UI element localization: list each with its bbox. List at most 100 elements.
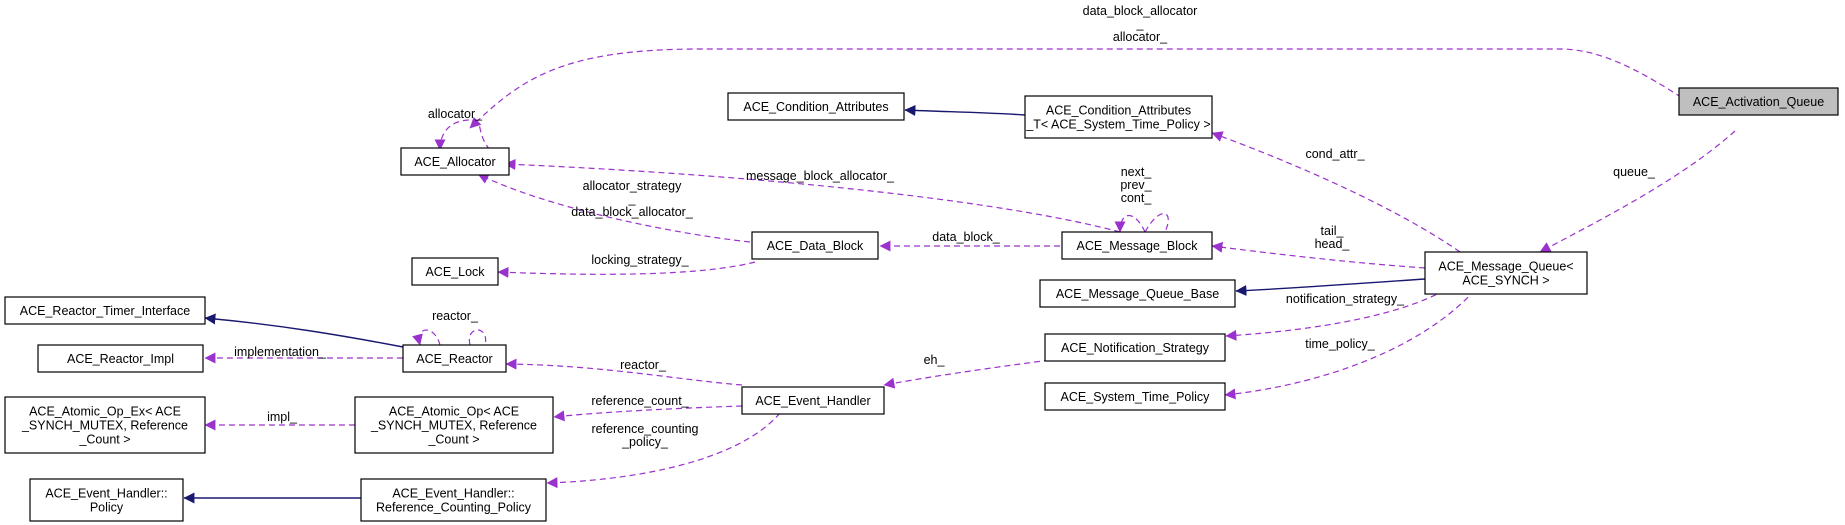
edge-allocator-self	[434, 119, 491, 151]
class-node-data-block[interactable]: ACE_Data_Block	[751, 231, 879, 260]
node-label: ACE_Atomic_Op_Ex< ACE	[29, 405, 181, 419]
edge-label-text: locking_strategy_	[591, 253, 689, 267]
class-node-atomic-op[interactable]: ACE_Atomic_Op< ACE_SYNCH_MUTEX, Referenc…	[354, 396, 554, 454]
node-box	[400, 147, 510, 176]
edge-event-handler-to-atomic-op	[553, 405, 743, 422]
edge-label-locking-strategy: locking_strategy_	[591, 253, 689, 267]
edge-label-text: cond_attr_	[1305, 147, 1365, 161]
edge-activation-queue-to-message-queue	[1539, 130, 1736, 253]
class-node-message-block[interactable]: ACE_Message_Block	[1061, 231, 1213, 260]
edge-message-block-to-allocator	[504, 158, 1121, 233]
node-box	[751, 231, 879, 260]
node-label: ACE_Message_Block	[1077, 239, 1199, 253]
node-label: ACE_Notification_Strategy	[1061, 341, 1210, 355]
node-label: ACE_Atomic_Op< ACE	[389, 405, 519, 419]
edge-label-message-block-allocator: message_block_allocator_	[746, 169, 895, 183]
node-box	[411, 257, 499, 286]
node-box	[1061, 231, 1213, 260]
edge-label-reference-count: reference_count_	[591, 394, 689, 408]
edge-message-queue-to-condition-attributes-t	[1211, 131, 1461, 253]
edge-activation-queue-to-allocator	[469, 48, 1691, 129]
class-node-atomic-op-ex[interactable]: ACE_Atomic_Op_Ex< ACE_SYNCH_MUTEX, Refer…	[4, 396, 206, 454]
node-box	[37, 344, 204, 373]
edge-data-block-to-lock	[497, 261, 756, 278]
edge-message-queue-to-notification-strategy	[1225, 289, 1446, 341]
edge-label-eh: eh_	[924, 353, 946, 367]
node-label: ACE_Reactor	[416, 352, 492, 366]
class-node-reactor-impl[interactable]: ACE_Reactor_Impl	[37, 344, 204, 373]
node-label: ACE_Allocator	[414, 155, 495, 169]
class-node-event-handler-policy[interactable]: ACE_Event_Handler::Policy	[29, 478, 184, 522]
edge-label-text: implementation_	[234, 345, 327, 359]
class-node-condition-attributes[interactable]: ACE_Condition_Attributes	[727, 92, 905, 121]
node-box	[1678, 87, 1839, 116]
edge-message-block-self	[1120, 213, 1169, 232]
edge-label-data-block-allocator-top: data_block_allocator_allocator_	[1083, 4, 1198, 44]
edge-label-text: allocator_	[1113, 30, 1168, 44]
edge-data-block-to-allocator	[477, 173, 751, 243]
node-label: ACE_Event_Handler::	[392, 487, 514, 501]
edge-label-text: eh_	[924, 353, 946, 367]
node-label: ACE_Lock	[425, 265, 485, 279]
inherit-condition-attributes-t-to-condition-attributes	[904, 104, 1026, 116]
edge-label-text: tail_	[1321, 224, 1345, 238]
edge-label-allocator-strategy: allocator_strategy_data_block_allocator_	[571, 179, 694, 219]
class-node-lock[interactable]: ACE_Lock	[411, 257, 499, 286]
node-box	[727, 92, 905, 121]
node-label: ACE_Reactor_Timer_Interface	[20, 304, 190, 318]
node-label: ACE_Condition_Attributes	[743, 100, 888, 114]
edge-label-impl: impl_	[267, 410, 298, 424]
edge-label-text: prev_	[1120, 178, 1152, 192]
edge-label-text: time_policy_	[1305, 337, 1376, 351]
inherit-reactor-to-reactor-timer-interface	[204, 313, 404, 348]
class-node-system-time-policy[interactable]: ACE_System_Time_Policy	[1044, 382, 1226, 411]
node-label: _T< ACE_System_Time_Policy >	[1025, 118, 1210, 132]
edge-label-queue: queue_	[1613, 165, 1656, 179]
edge-label-text: reference_count_	[591, 394, 689, 408]
edge-label-text: data_block_allocator_	[571, 205, 694, 219]
node-label: ACE_Event_Handler::	[45, 487, 167, 501]
edge-label-text: queue_	[1613, 165, 1656, 179]
edge-message-queue-to-system-time-policy	[1224, 289, 1476, 400]
node-label: Policy	[90, 501, 124, 515]
class-node-condition-attributes-t[interactable]: ACE_Condition_Attributes_T< ACE_System_T…	[1024, 95, 1213, 139]
edge-notification-strategy-to-event-handler	[883, 359, 1051, 389]
edge-label-text: allocator_	[428, 107, 483, 121]
class-node-activation-queue[interactable]: ACE_Activation_Queue	[1678, 87, 1839, 116]
edge-label-text: data_block_allocator	[1083, 4, 1198, 18]
edge-label-reactor-from-handler: reactor_	[620, 358, 667, 372]
node-label: _Count >	[78, 433, 130, 447]
edge-label-data-block: data_block_	[932, 230, 1000, 244]
class-node-notification-strategy[interactable]: ACE_Notification_Strategy	[1044, 333, 1226, 362]
edge-label-text: notification_strategy_	[1286, 292, 1405, 306]
edge-label-text: reactor_	[620, 358, 667, 372]
edge-label-text: next_	[1121, 165, 1153, 179]
node-box	[402, 344, 507, 373]
class-node-message-queue[interactable]: ACE_Message_Queue<ACE_SYNCH >	[1424, 251, 1588, 295]
edge-label-implementation: implementation_	[234, 345, 327, 359]
edge-label-text: data_block_	[932, 230, 1000, 244]
edge-label-text: impl_	[267, 410, 298, 424]
class-node-event-handler[interactable]: ACE_Event_Handler	[741, 386, 885, 415]
node-label: ACE_SYNCH >	[1462, 274, 1549, 288]
edge-label-tail-head: tail_head_	[1315, 224, 1351, 251]
edge-label-text: message_block_allocator_	[746, 169, 895, 183]
class-node-reactor[interactable]: ACE_Reactor	[402, 344, 507, 373]
class-node-allocator[interactable]: ACE_Allocator	[400, 147, 510, 176]
edge-reactor-self	[419, 329, 487, 345]
edge-label-text: reactor_	[432, 309, 479, 323]
node-label: ACE_Message_Queue<	[1438, 260, 1573, 274]
node-label: ACE_Reactor_Impl	[67, 352, 174, 366]
inherit-message-queue-to-message-queue-base	[1235, 278, 1426, 297]
edge-label-text: cont_	[1121, 191, 1153, 205]
node-box	[4, 296, 206, 325]
node-label: Reference_Counting_Policy	[376, 501, 532, 515]
class-node-reactor-timer-interface[interactable]: ACE_Reactor_Timer_Interface	[4, 296, 206, 325]
edge-label-reactor-self: reactor_	[432, 309, 479, 323]
edge-event-handler-to-reference-counting-policy	[546, 412, 781, 489]
class-node-reference-counting-policy[interactable]: ACE_Event_Handler::Reference_Counting_Po…	[360, 478, 547, 522]
edge-label-message-block-self: next_prev_cont_	[1120, 165, 1152, 205]
node-label: ACE_System_Time_Policy	[1061, 390, 1211, 404]
class-node-message-queue-base[interactable]: ACE_Message_Queue_Base	[1039, 279, 1236, 308]
